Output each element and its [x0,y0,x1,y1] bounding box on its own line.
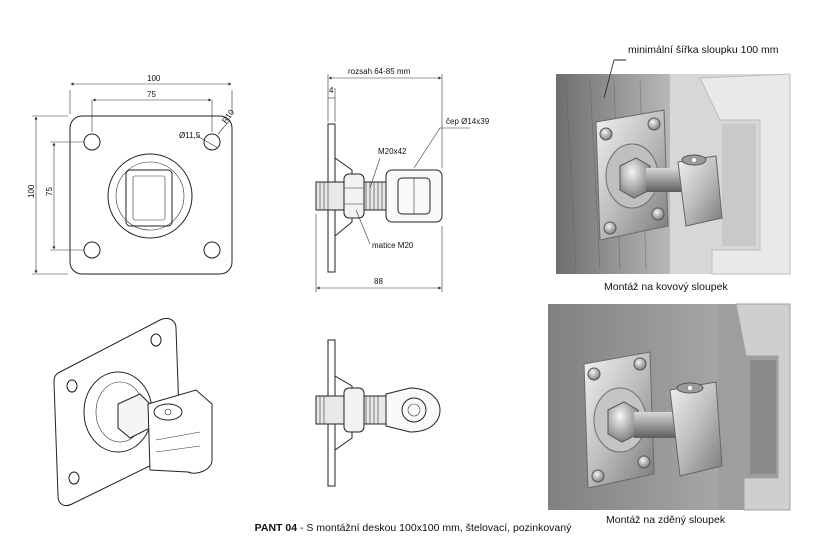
total-length-label: 88 [374,277,383,286]
photo-bolt [637,455,651,469]
photo-bolt [599,127,613,141]
photo-bolt [633,357,647,371]
front-view: 100 75 100 75 Ø11,5 R10 [27,74,236,275]
product-description: - S montážní deskou 100x100 mm, štelovac… [297,522,572,534]
hinge-body [125,169,173,227]
bolt-label: M20x42 [378,147,407,156]
range-label: rozsah 64-85 mm [348,67,411,76]
mounting-hole [83,133,101,151]
nut-boss-inner [115,161,185,231]
iso-hinge [147,389,213,474]
hole-diameter-label: Ø11,5 [179,131,201,140]
metal-post-caption: Montáž na kovový sloupek [604,281,728,293]
brick-post-caption: Montáž na zděný sloupek [606,514,726,526]
post-width-note: minimální šířka sloupku 100 mm [628,44,779,56]
iso-hole [150,333,162,347]
mounting-hole [203,241,221,259]
photo-bolt [647,117,661,131]
iso-hole [68,471,80,485]
iso-hole [66,379,78,393]
pin-label: čep Ø14x39 [446,117,490,126]
photo-bolt [591,469,605,483]
mounting-hole [203,133,221,151]
dim-height-inner: 75 [45,187,54,196]
dim-width-outer: 100 [147,74,161,83]
photo-bolt [587,367,601,381]
top-side-view [315,339,441,487]
dim-height-outer: 100 [27,184,36,198]
pin-ring [401,397,427,423]
thread-lines-2 [319,396,379,424]
gate-frame-2 [735,303,791,511]
gate-frame [699,73,791,275]
nut-2 [343,387,365,433]
isometric-view [53,317,213,507]
iso-pin-cap [164,408,172,416]
plate-thickness-label: 4 [329,86,334,95]
boss-section-2 [334,375,353,451]
side-view: rozsah 64-85 mm 4 čep Ø14x39 M20x42 mati… [315,67,490,292]
photo-nut-2 [607,401,639,443]
thread-lines [319,182,383,210]
hinge-eye-2 [385,387,441,433]
nut-boss [107,153,193,239]
iso-pin-top [153,403,183,421]
pin-ring-inner [407,403,421,417]
corner-radius-label: R10 [220,108,236,126]
product-footer: PANT 04 - S montážní deskou 100x100 mm, … [0,522,826,534]
photo-bolt [651,207,665,221]
mounting-hole [83,241,101,259]
hinge-body-inner [132,175,166,221]
nut [343,173,365,219]
photo-metal-post [556,59,791,275]
photo-rod [646,168,684,192]
photo-hinge [677,155,723,227]
mounting-plate-outline [69,115,233,275]
photo-rod-2 [634,412,678,438]
photo-bolt [603,221,617,235]
photo-brick-post [548,303,791,511]
product-code: PANT 04 [254,522,298,534]
photo-nut [619,157,651,199]
nut-label: matice M20 [372,241,414,250]
dim-width-inner: 75 [147,90,156,99]
